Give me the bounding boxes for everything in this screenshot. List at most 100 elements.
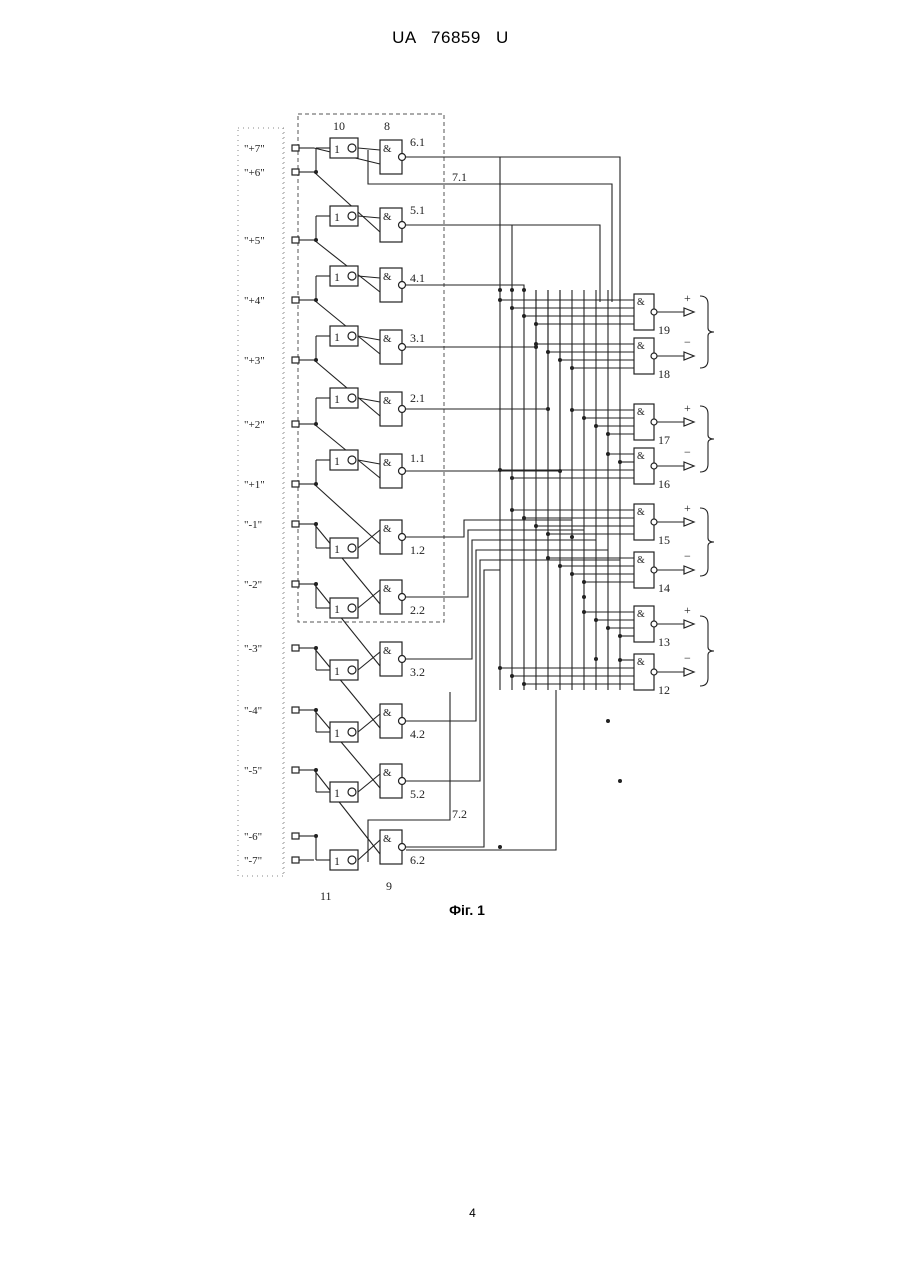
and-output-bubble [399,222,406,229]
output-sign: − [684,549,691,563]
or-gate-symbol: 1 [334,142,340,156]
or-gate-symbol: 1 [334,542,340,556]
and-output-bubble [399,656,406,663]
and-output-bubble [399,282,406,289]
inverter-bubble [348,332,356,340]
inverter-bubble [348,728,356,736]
junction-dot [606,719,610,723]
output-bubble [651,309,657,315]
output-arrow [684,418,694,426]
input-terminal [292,707,299,713]
input-label: "-3" [244,643,262,655]
inverter-bubble [348,394,356,402]
wire [358,148,380,150]
or-gate-symbol: 1 [334,454,340,468]
wire [358,652,380,670]
input-terminal [292,237,299,243]
input-label: "+2" [244,419,265,431]
inverter-bubble [348,666,356,674]
output-arrow [684,308,694,316]
and-to-bus-wire [406,290,560,471]
input-terminal [292,145,299,151]
or-gate-symbol: 1 [334,330,340,344]
junction-dot [582,595,586,599]
and-gate-label: 4.2 [410,727,425,741]
inverter-bubble [348,272,356,280]
output-sign: + [684,501,691,515]
output-sign: + [684,401,691,415]
and-output-bubble [399,778,406,785]
output-arrow [684,668,694,676]
wire [358,530,380,548]
output-gate-label: 17 [658,433,670,447]
and-5-1-output [406,225,600,302]
inverter-bubble [348,604,356,612]
wire [358,216,380,218]
output-bubble [651,519,657,525]
output-bubble [651,567,657,573]
and-output-bubble [399,534,406,541]
page-number: 4 [0,1206,901,1220]
and-output-bubble [399,844,406,851]
and-gate-label: 1.2 [410,543,425,557]
input-terminal [292,521,299,527]
input-terminal [292,645,299,651]
block-ref-top-and: 8 [384,119,390,133]
and-6-2-output [406,690,556,850]
and-to-bus-wire [406,550,608,721]
output-gate-label: 16 [658,477,670,491]
output-bubble [651,621,657,627]
junction-dot [558,469,562,473]
and-gate-symbol: & [383,457,392,469]
input-label: "+7" [244,143,265,155]
output-gate-label: 19 [658,323,670,337]
output-gate-symbol: & [637,657,645,668]
input-terminal [292,169,299,175]
wire [358,774,380,792]
output-arrow [684,462,694,470]
input-label: "-7" [244,855,262,867]
output-arrow [684,352,694,360]
input-terminal [292,833,299,839]
and-gate-label: 6.2 [410,853,425,867]
output-pair-brace [700,616,714,686]
figure-caption: Фіг. 1 [0,902,901,918]
and-gate-symbol: & [383,645,392,657]
inverter-bubble [348,144,356,152]
output-gate-symbol: & [637,341,645,352]
and-output-bubble [399,718,406,725]
feedback-label-7-2: 7.2 [452,807,467,821]
and-gate-symbol: & [383,767,392,779]
input-label: "-5" [244,765,262,777]
output-sign: − [684,445,691,459]
output-gate-label: 18 [658,367,670,381]
and-gate-label: 5.2 [410,787,425,801]
and-gate-symbol: & [383,143,392,155]
and-output-bubble [399,468,406,475]
and-gate-symbol: & [383,271,392,283]
output-pair-brace [700,406,714,472]
or-gate-symbol: 1 [334,664,340,678]
and-gate-label: 4.1 [410,271,425,285]
output-gate-label: 15 [658,533,670,547]
wire [314,484,380,544]
output-pair-brace [700,508,714,576]
and-output-bubble [399,594,406,601]
input-terminal [292,297,299,303]
and-gate-symbol: & [383,833,392,845]
wire [314,524,380,604]
junction-dot [498,288,502,292]
and-gate-symbol: & [383,211,392,223]
inverter-bubble [348,856,356,864]
input-terminal [292,357,299,363]
input-label: "+4" [244,295,265,307]
or-gate-symbol: 1 [334,270,340,284]
junction-dot [498,845,502,849]
output-bubble [651,463,657,469]
output-gate-label: 14 [658,581,670,595]
or-gate-symbol: 1 [334,602,340,616]
block-ref-bottom-and: 9 [386,879,392,893]
and-gate-symbol: & [383,523,392,535]
output-sign: − [684,335,691,349]
junction-dot [594,657,598,661]
